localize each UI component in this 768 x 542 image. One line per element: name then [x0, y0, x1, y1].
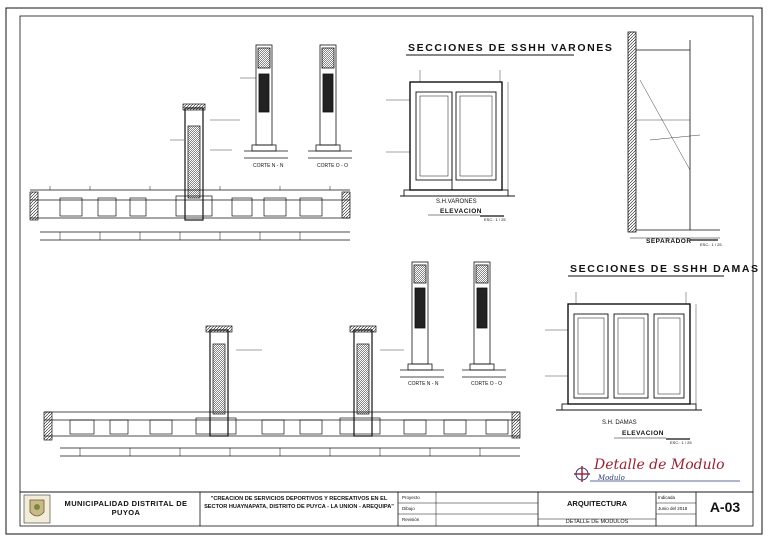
specialty: ARQUITECTURA — [567, 499, 627, 508]
municipal-logo — [23, 494, 51, 524]
corte-label: CORTE N - N — [408, 381, 439, 387]
damas-elevation-label: ELEVACION — [622, 430, 664, 437]
varones-caption: S.H.VARONES — [436, 199, 477, 205]
stamp-title: Detalle de Modulo — [594, 457, 725, 473]
separador-scale: ESC.: 1 / 25 — [700, 242, 722, 247]
role-proyecto: Proyecto — [402, 495, 420, 500]
varones-elevation-label: ELEVACION — [440, 208, 482, 215]
organization-name: MUNICIPALIDAD DISTRITAL DE PUYOA — [64, 499, 188, 517]
varones-section-title: SECCIONES DE SSHH VARONES — [408, 42, 614, 54]
elevation-bottom — [43, 325, 521, 457]
stamp-subtitle: Modulo — [598, 474, 625, 482]
sheet-number: A-03 — [709, 499, 741, 515]
corte-oo-mid — [462, 261, 506, 378]
project-title: "CREACION DE SERVICIOS DEPORTIVOS Y RECR… — [204, 496, 394, 510]
elevation-top-left — [29, 103, 351, 241]
separador-label: SEPARADOR — [646, 238, 692, 245]
varones-elevation — [386, 70, 515, 217]
scale-value: Indicada — [658, 495, 676, 500]
separador-drawing — [627, 31, 720, 241]
stamp-graphic — [574, 466, 740, 482]
corte-oo-top — [308, 44, 352, 159]
role-revision: Revisión — [402, 517, 420, 522]
title-block-grid — [19, 491, 754, 527]
damas-section-title: SECCIONES DE SSHH DAMAS — [570, 263, 760, 275]
date-value: Junio del 2018 — [658, 506, 688, 511]
corte-label: CORTE O - O — [471, 381, 503, 387]
outer-frame — [5, 7, 763, 535]
damas-elevation — [545, 292, 702, 440]
sheet-description: DETALLE DE MODULOS — [565, 519, 629, 525]
damas-scale: ESC.: 1 / 25 — [670, 440, 692, 445]
damas-caption: S.H. DAMAS — [602, 420, 637, 426]
varones-scale: ESC.: 1 / 25 — [484, 217, 506, 222]
corte-label: CORTE N - N — [253, 163, 284, 169]
inner-frame — [19, 15, 754, 493]
corte-nn-top — [240, 44, 288, 159]
corte-label: CORTE O - O — [317, 163, 349, 169]
corte-nn-mid — [400, 261, 444, 378]
role-dibujo: Dibujo — [402, 506, 415, 511]
